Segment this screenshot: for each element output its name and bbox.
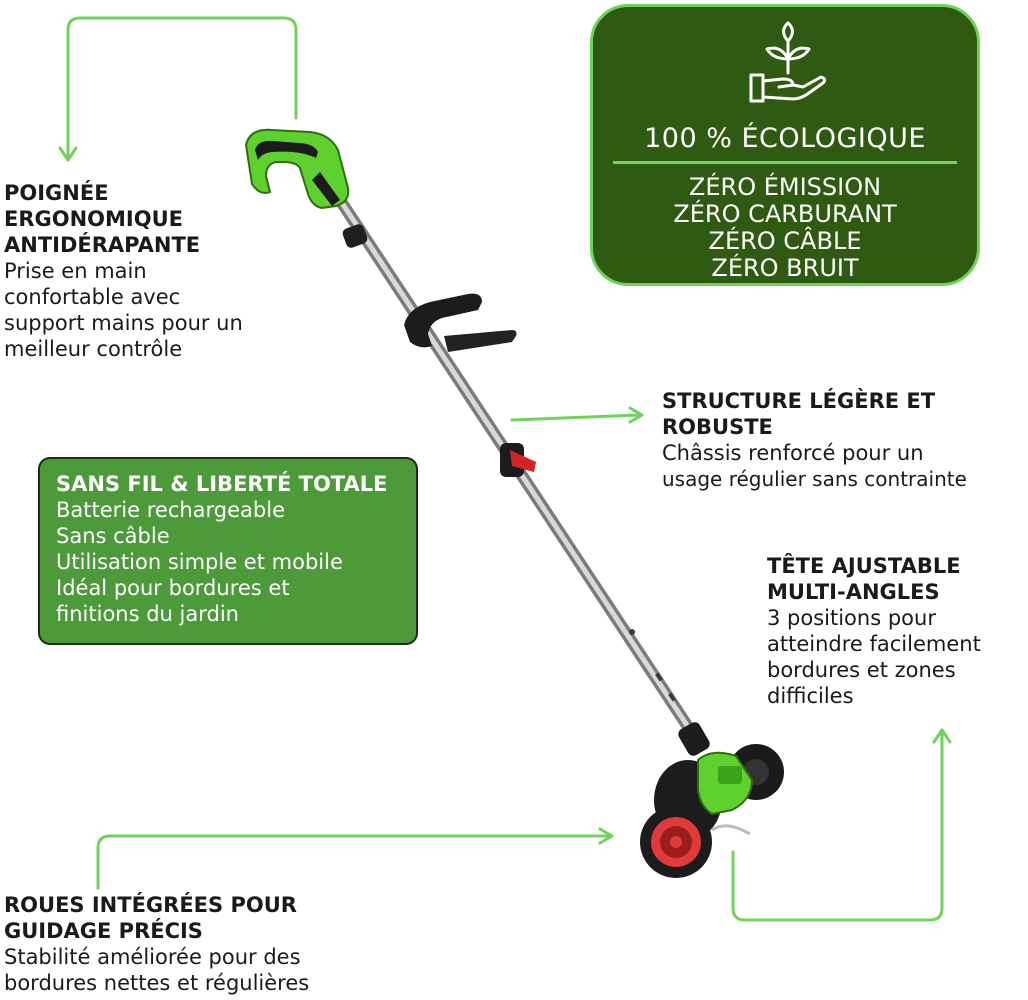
feature-handle: POIGNÉE ERGONOMIQUE ANTIDÉRAPANTE Prise …	[4, 180, 304, 362]
trimmer-handle	[244, 128, 350, 210]
eco-title: 100 % ÉCOLOGIQUE	[644, 123, 926, 154]
plant-hand-icon	[749, 21, 827, 103]
red-clamp	[500, 443, 536, 477]
feature-text: meilleur contrôle	[4, 337, 183, 361]
feature-text: atteindre facilement	[767, 632, 981, 656]
feature-wheels: ROUES INTÉGRÉES POUR GUIDAGE PRÉCIS Stab…	[4, 892, 384, 996]
feature-text: difficiles	[767, 684, 854, 708]
feature-text: Stabilité améliorée pour des	[4, 945, 301, 969]
feature-cordless: SANS FIL & LIBERTÉ TOTALE Batterie recha…	[38, 457, 418, 645]
structure-arrow	[510, 413, 642, 422]
eco-lines: ZÉRO ÉMISSION ZÉRO CARBURANT ZÉRO CÂBLE …	[593, 174, 977, 282]
feature-text: usage régulier sans contrainte	[662, 467, 967, 491]
cordless-line: Sans câble	[56, 524, 170, 548]
feature-title: MULTI-ANGLES	[767, 580, 940, 604]
assist-handle	[404, 293, 517, 352]
feature-text: Châssis renforcé pour un	[662, 441, 924, 465]
wheels-arrow	[96, 834, 612, 890]
head-arrow	[731, 730, 944, 922]
cordless-lines: Batterie rechargeable Sans câble Utilisa…	[56, 497, 400, 627]
handle-arrow	[66, 16, 298, 160]
feature-text: support mains pour un	[4, 311, 243, 335]
eco-line: ZÉRO CÂBLE	[708, 227, 862, 255]
feature-title: ROBUSTE	[662, 415, 773, 439]
eco-line: ZÉRO ÉMISSION	[688, 173, 882, 201]
trimmer-wheel	[640, 806, 712, 878]
feature-text: confortable avec	[4, 285, 181, 309]
feature-text: bordures et zones	[767, 658, 956, 682]
callout-arrows	[58, 16, 952, 922]
structure-arrow-head	[628, 406, 644, 424]
feature-title: STRUCTURE LÉGÈRE ET	[662, 389, 936, 413]
eco-badge: 100 % ÉCOLOGIQUE ZÉRO ÉMISSION ZÉRO CARB…	[590, 4, 980, 286]
cordless-line: finitions du jardin	[56, 602, 239, 626]
eco-divider	[613, 161, 957, 164]
feature-head: TÊTE AJUSTABLE MULTI-ANGLES 3 positions …	[767, 553, 1025, 709]
feature-title: POIGNÉE	[4, 181, 109, 205]
shaft-stickers	[629, 629, 676, 702]
feature-structure: STRUCTURE LÉGÈRE ET ROBUSTE Châssis renf…	[662, 388, 1026, 492]
eco-line: ZÉRO CARBURANT	[673, 200, 897, 228]
feature-title: TÊTE AJUSTABLE	[767, 554, 961, 578]
cordless-line: Idéal pour bordures et	[56, 576, 290, 600]
head-arrow-head	[932, 728, 952, 744]
cordless-title: SANS FIL & LIBERTÉ TOTALE	[56, 472, 388, 496]
cordless-line: Batterie rechargeable	[56, 498, 286, 522]
handle-arrow-head	[58, 146, 78, 162]
feature-title: ERGONOMIQUE	[4, 207, 183, 231]
cordless-line: Utilisation simple et mobile	[56, 550, 343, 574]
shaft-clamp	[342, 224, 368, 248]
feature-text: Prise en main	[4, 259, 147, 283]
feature-title: GUIDAGE PRÉCIS	[4, 919, 203, 943]
feature-title: ROUES INTÉGRÉES POUR	[4, 893, 297, 917]
eco-line: ZÉRO BRUIT	[711, 254, 859, 282]
feature-text: bordures nettes et régulières	[4, 971, 310, 995]
feature-text: 3 positions pour	[767, 606, 936, 630]
wheels-arrow-head	[598, 827, 614, 845]
feature-title: ANTIDÉRAPANTE	[4, 233, 201, 257]
